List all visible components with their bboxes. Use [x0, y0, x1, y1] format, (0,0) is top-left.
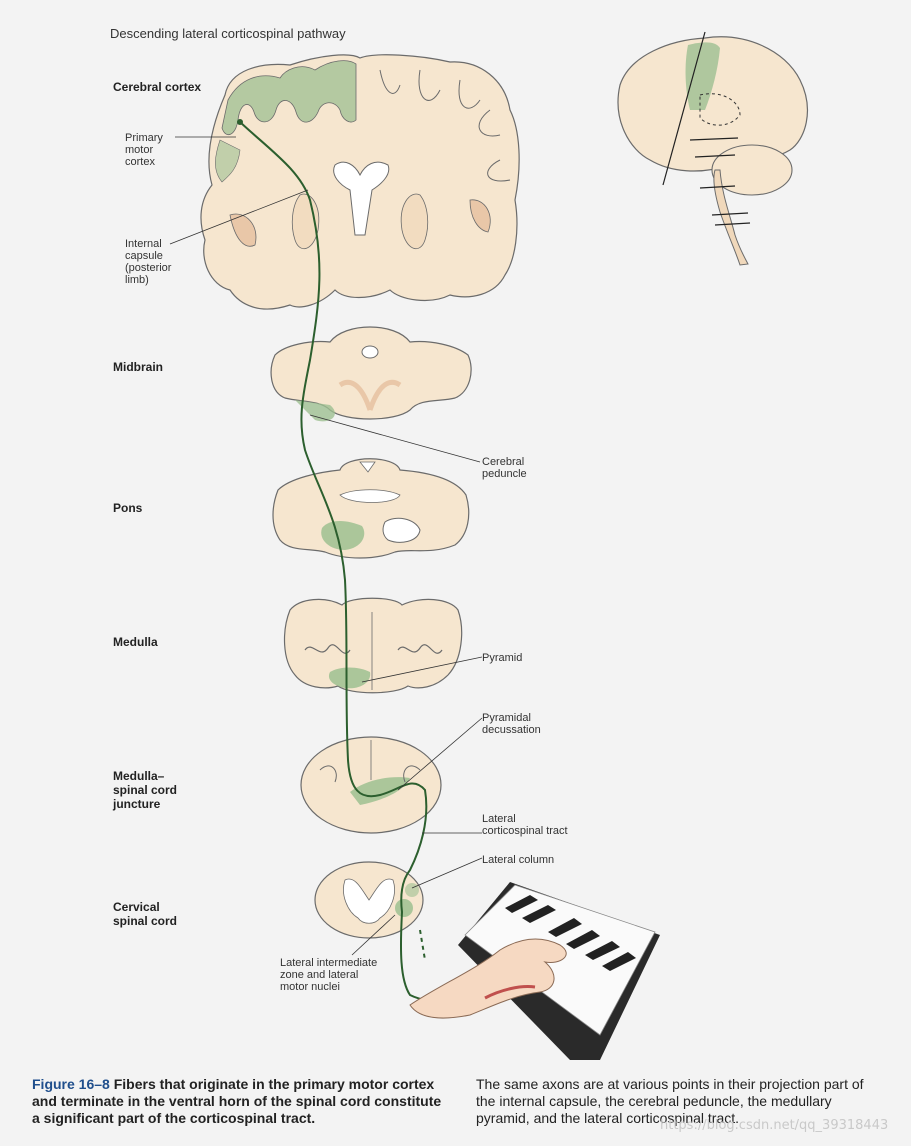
- figure-caption-text: Fibers that originate in the primary mot…: [32, 1076, 442, 1126]
- medulla-section: [283, 597, 463, 694]
- figure-caption: Figure 16–8 Fibers that originate in the…: [32, 1076, 452, 1127]
- callout-primary-motor-cortex: Primary motor cortex: [125, 132, 163, 168]
- watermark: https://blog.csdn.net/qq_39318443: [660, 1118, 889, 1133]
- level-medulla: Medulla: [113, 635, 158, 649]
- figure-label: Figure 16–8: [32, 1076, 110, 1092]
- callout-cerebral-peduncle: Cerebral peduncle: [482, 456, 527, 480]
- level-midbrain: Midbrain: [113, 360, 163, 374]
- callout-lateral-column: Lateral column: [482, 854, 555, 866]
- juncture-section: [300, 736, 442, 834]
- midbrain-section: [270, 326, 472, 422]
- figure-side-text: The same axons are at various points in …: [476, 1076, 864, 1126]
- callout-internal-capsule: Internal capsule (posterior limb): [125, 238, 172, 286]
- callout-pyramidal-decussation: Pyramidal decussation: [482, 712, 541, 736]
- corticospinal-axon: [239, 121, 511, 1004]
- level-pons: Pons: [113, 501, 143, 515]
- callout-lateral-corticospinal-tract: Lateral corticospinal tract: [482, 813, 568, 837]
- leader-lines: [169, 136, 483, 956]
- level-cervical-spinal-cord: Cervical spinal cord: [113, 900, 178, 928]
- callout-pyramid: Pyramid: [482, 652, 523, 664]
- hand-piano-icon: [409, 882, 660, 1060]
- level-medulla-spinal-juncture: Medulla– spinal cord juncture: [113, 769, 178, 811]
- callout-lateral-intermediate-zone: Lateral intermediate zone and lateral mo…: [280, 957, 378, 993]
- brain-lateral-view-icon: [617, 31, 808, 266]
- level-cerebral-cortex: Cerebral cortex: [113, 80, 202, 94]
- diagram-title: Descending lateral corticospinal pathway: [110, 26, 346, 41]
- cerebral-cortex-section: [200, 54, 520, 310]
- pons-section: [272, 458, 470, 559]
